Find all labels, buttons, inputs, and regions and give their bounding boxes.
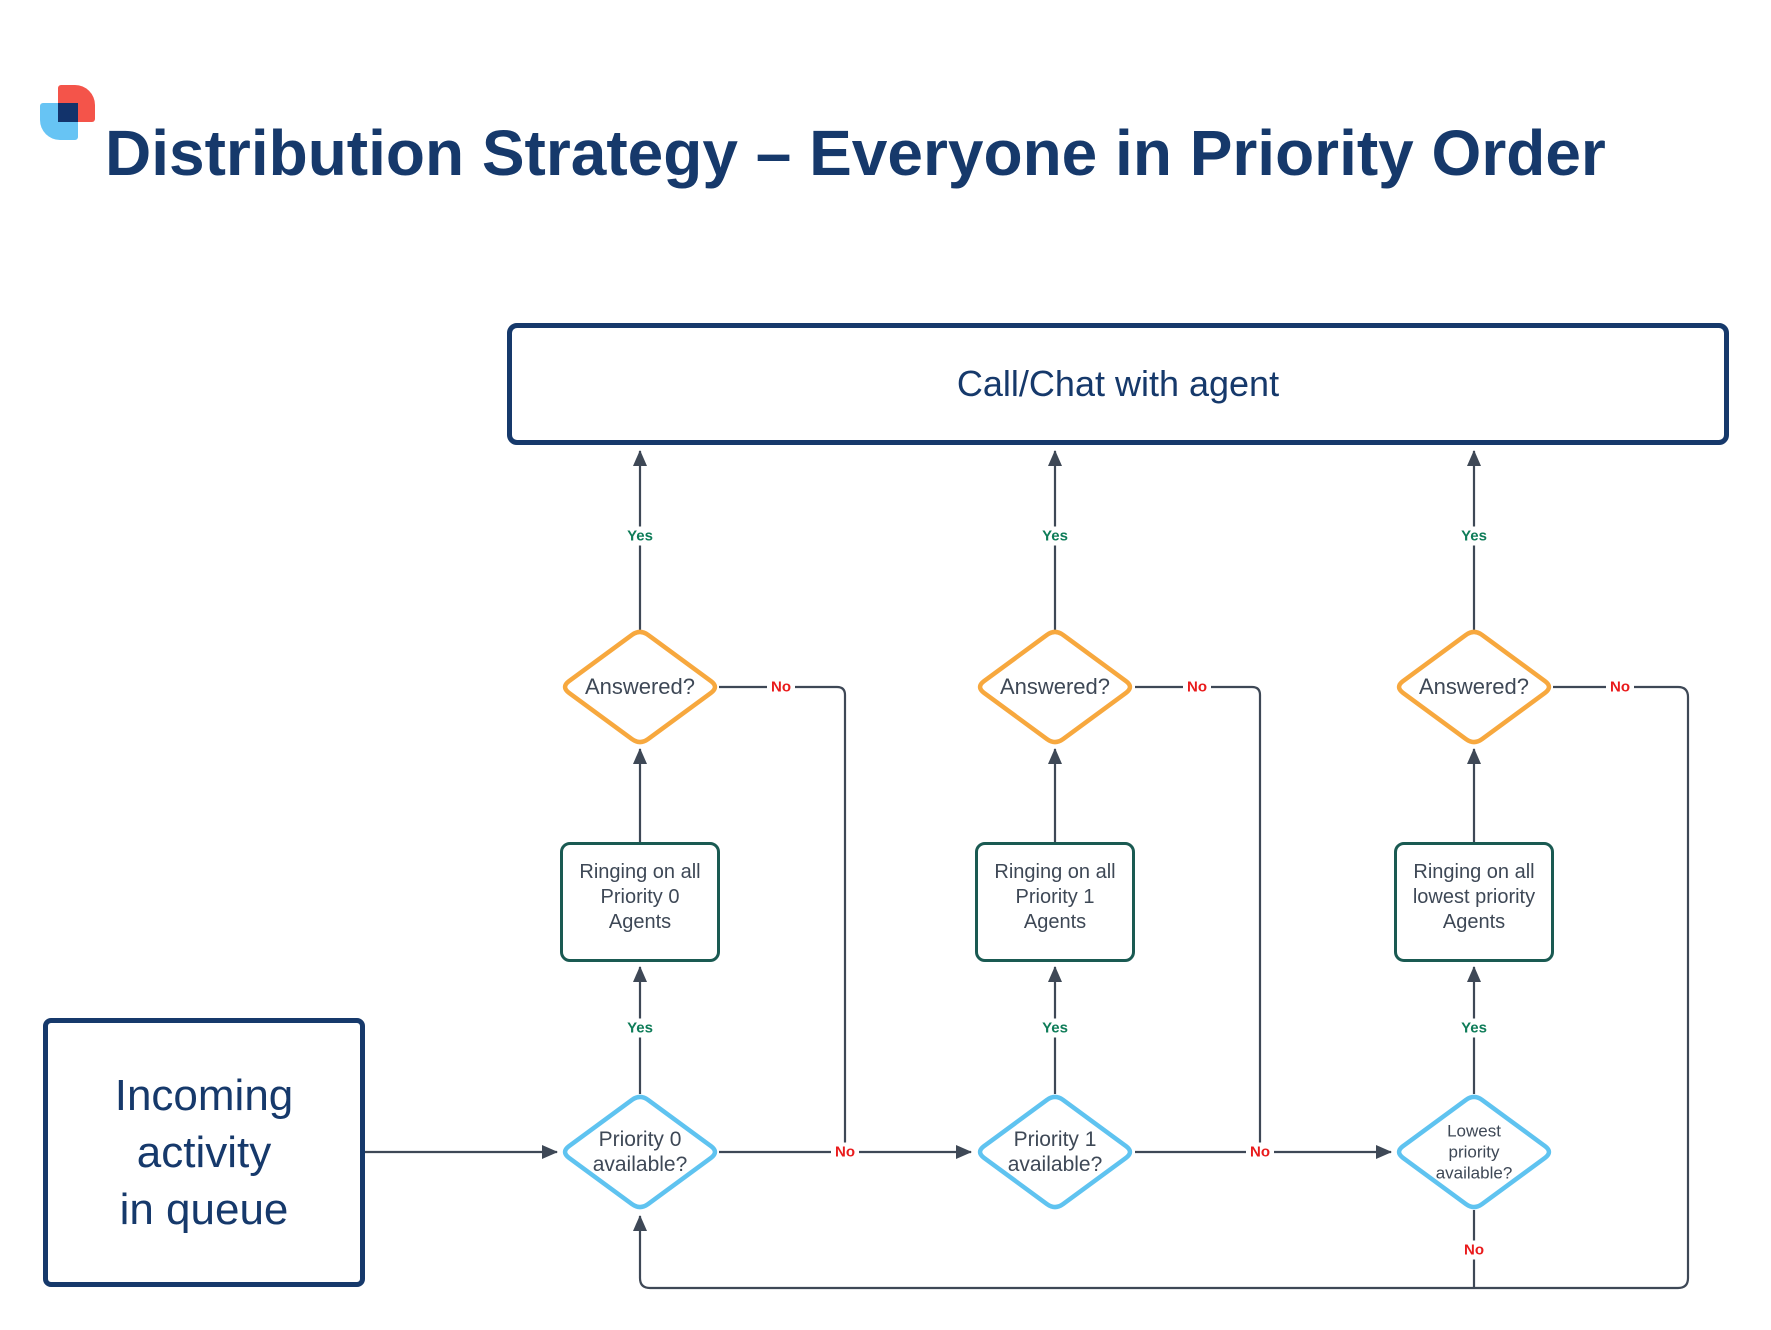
ringing-priority1-line2: Priority 1 <box>1015 885 1095 908</box>
available1-line2: available? <box>592 1153 688 1176</box>
available1-diamond <box>562 1094 718 1210</box>
ringing-priority0-line1: Ringing on all <box>579 860 701 883</box>
ringing-priority0-line2: Priority 0 <box>600 885 680 908</box>
available2-line1: Priority 1 <box>1013 1128 1097 1151</box>
available3-diamond <box>1396 1094 1552 1210</box>
incoming-line2: activity <box>136 1128 272 1177</box>
answered1-no-label: No <box>767 677 795 697</box>
available2-diamond <box>977 1094 1133 1210</box>
available2-line2: available? <box>1007 1153 1103 1176</box>
available1-no-label: No <box>831 1142 859 1162</box>
answered3-label: Answered? <box>1418 674 1530 699</box>
answered2-diamond <box>977 629 1133 745</box>
available2-label: Priority 1 available? <box>980 1127 1130 1177</box>
available2-yes-label: Yes <box>1038 1018 1072 1038</box>
answered2-label: Answered? <box>999 674 1111 699</box>
available3-label: Lowest priority available? <box>1404 1121 1544 1184</box>
answered2-no-label: No <box>1183 677 1211 697</box>
available2-no-label: No <box>1246 1142 1274 1162</box>
ringing-priority0-box: Ringing on all Priority 0 Agents <box>560 842 720 962</box>
logo-overlap-shape <box>58 103 78 122</box>
page-title: Distribution Strategy – Everyone in Prio… <box>105 117 1606 189</box>
available3-no-label: No <box>1460 1240 1488 1260</box>
available3-yes-label: Yes <box>1457 1018 1491 1038</box>
wire-answered1-no-drop <box>719 685 847 1152</box>
ringing-lowest-priority-box: Ringing on all lowest priority Agents <box>1394 842 1554 962</box>
ringing-priority1-line3: Agents <box>1023 910 1087 933</box>
wire-answered2-no-drop <box>1135 685 1262 1152</box>
available3-line3: available? <box>1435 1163 1513 1183</box>
answered3-yes-label: Yes <box>1457 526 1491 546</box>
answered1-label: Answered? <box>584 674 696 699</box>
call-chat-agent-box: Call/Chat with agent <box>507 323 1729 445</box>
ringing-lowest-line3: Agents <box>1442 910 1506 933</box>
answered1-yes-label: Yes <box>623 526 657 546</box>
answered1-diamond <box>562 629 718 745</box>
answered3-no-label: No <box>1606 677 1634 697</box>
incoming-activity-box: Incoming activity in queue <box>43 1018 365 1287</box>
available3-line2: priority <box>1448 1142 1500 1162</box>
available1-label: Priority 0 available? <box>565 1127 715 1177</box>
answered3-diamond <box>1396 629 1552 745</box>
ringing-lowest-line2: lowest priority <box>1412 885 1536 908</box>
wire-answered3-no-loopback <box>633 685 1690 1290</box>
call-chat-agent-label: Call/Chat with agent <box>956 363 1280 404</box>
available1-yes-label: Yes <box>623 1018 657 1038</box>
incoming-line1: Incoming <box>114 1071 294 1120</box>
available1-line1: Priority 0 <box>598 1128 682 1151</box>
ringing-priority1-box: Ringing on all Priority 1 Agents <box>975 842 1135 962</box>
answered2-yes-label: Yes <box>1038 526 1072 546</box>
ringing-lowest-line1: Ringing on all <box>1413 860 1535 883</box>
ringing-priority0-line3: Agents <box>608 910 672 933</box>
available3-line1: Lowest <box>1447 1121 1501 1141</box>
incoming-line3: in queue <box>119 1185 289 1234</box>
ringing-priority1-line1: Ringing on all <box>994 860 1116 883</box>
